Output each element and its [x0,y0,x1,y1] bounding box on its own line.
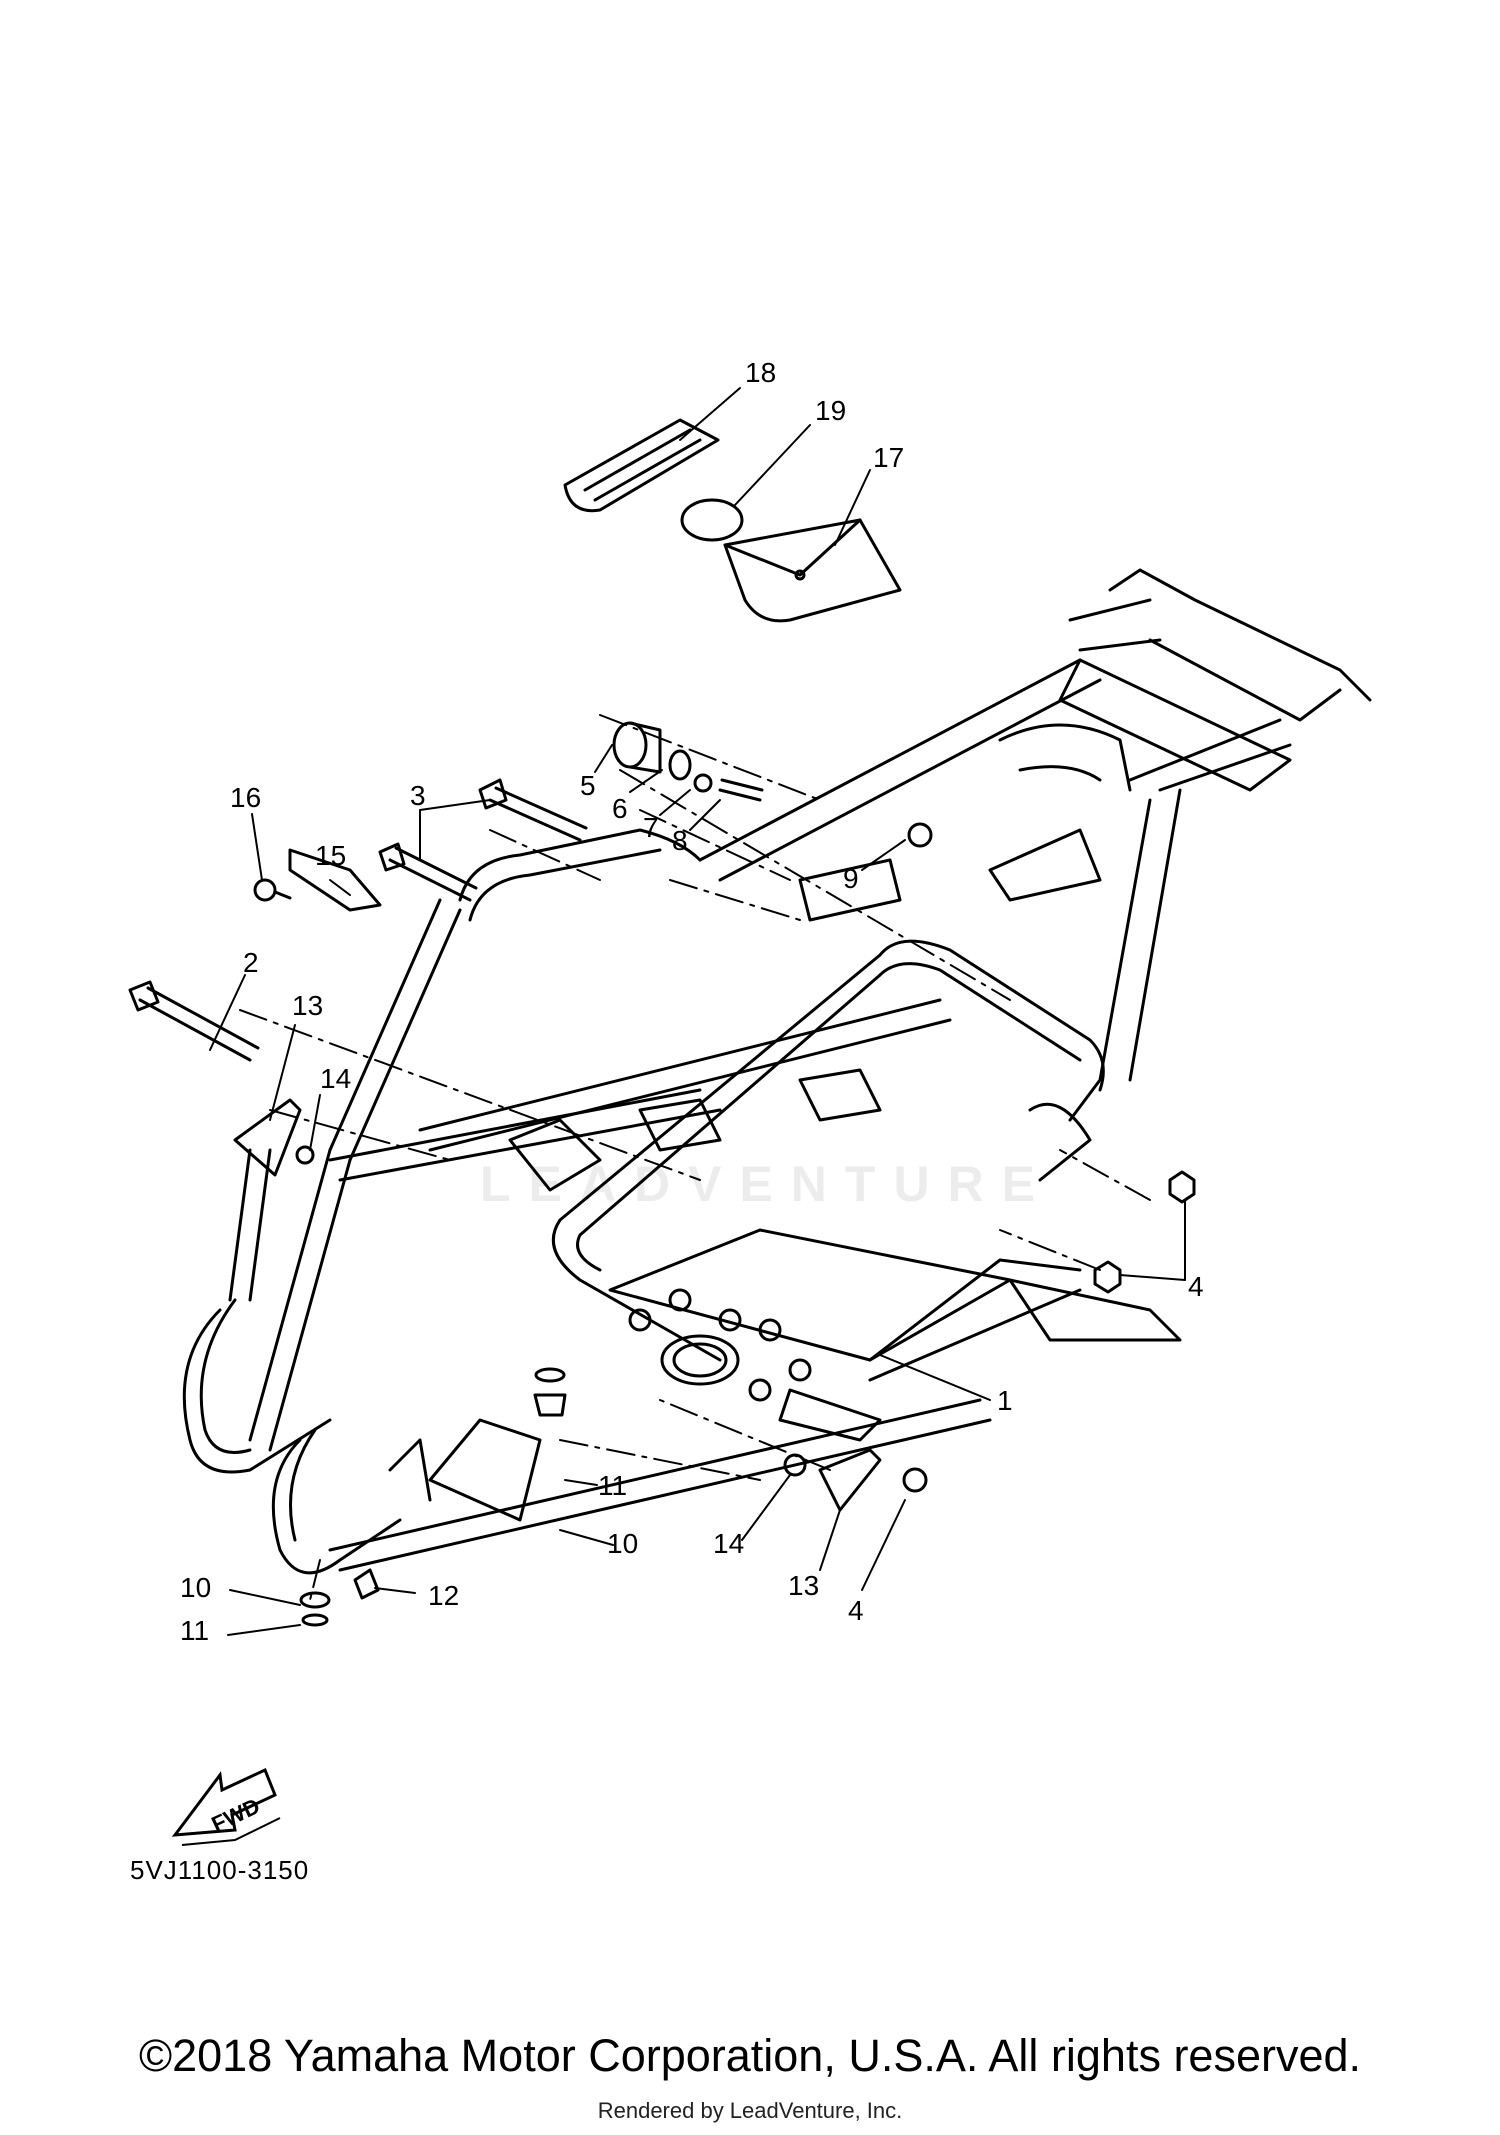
bolts-3 [378,778,588,902]
callout-18: 18 [745,357,776,388]
long-bolt-2 [128,980,260,1062]
callout-14b: 14 [713,1528,744,1559]
callouts: 18 19 17 16 3 5 6 7 8 9 15 2 13 14 4 1 1… [180,357,1204,1646]
grommets-10-11 [299,1367,567,1627]
callout-14: 14 [320,1063,351,1094]
callout-10: 10 [607,1528,638,1559]
watermark: LEADVENTURE [480,1156,1054,1212]
tool-bag-part [723,518,902,623]
callout-2: 2 [243,947,259,978]
fwd-arrow-icon: FWD [171,1767,281,1846]
callout-1: 1 [997,1385,1013,1416]
callout-13b: 13 [788,1570,819,1601]
callout-7: 7 [643,812,659,843]
callout-12: 12 [428,1580,459,1611]
callout-9: 9 [843,863,859,894]
callout-11: 11 [598,1470,627,1501]
leader-lines [239,714,1151,1601]
bracket-13-right [783,1448,928,1512]
band-part [680,498,744,542]
drawing-code: 5VJ1100-3150 [130,1855,310,1885]
callout-17: 17 [873,442,904,473]
callout-15: 15 [315,840,346,871]
callout-10b: 10 [180,1572,211,1603]
callout-5: 5 [580,770,596,801]
callout-4: 4 [1188,1271,1204,1302]
copyright-notice: ©2018 Yamaha Motor Corporation, U.S.A. A… [138,2030,1362,2081]
tool-pouch-part [563,418,720,513]
callout-11b: 11 [180,1615,209,1646]
callout-13: 13 [292,990,323,1021]
callout-8: 8 [672,825,688,856]
callout-4b: 4 [848,1595,864,1626]
main-frame [182,568,1372,1575]
callout-19: 19 [815,395,846,426]
nuts-4 [1093,1170,1196,1294]
callout-6: 6 [612,793,628,824]
callout-16: 16 [230,782,261,813]
nut-9 [907,822,933,848]
bracket-15 [253,848,382,912]
collar-stack-5-8 [612,721,764,802]
callout-leaders [209,387,1186,1636]
rendered-by-notice: Rendered by LeadVenture, Inc. [597,2098,903,2123]
callout-3: 3 [410,780,426,811]
